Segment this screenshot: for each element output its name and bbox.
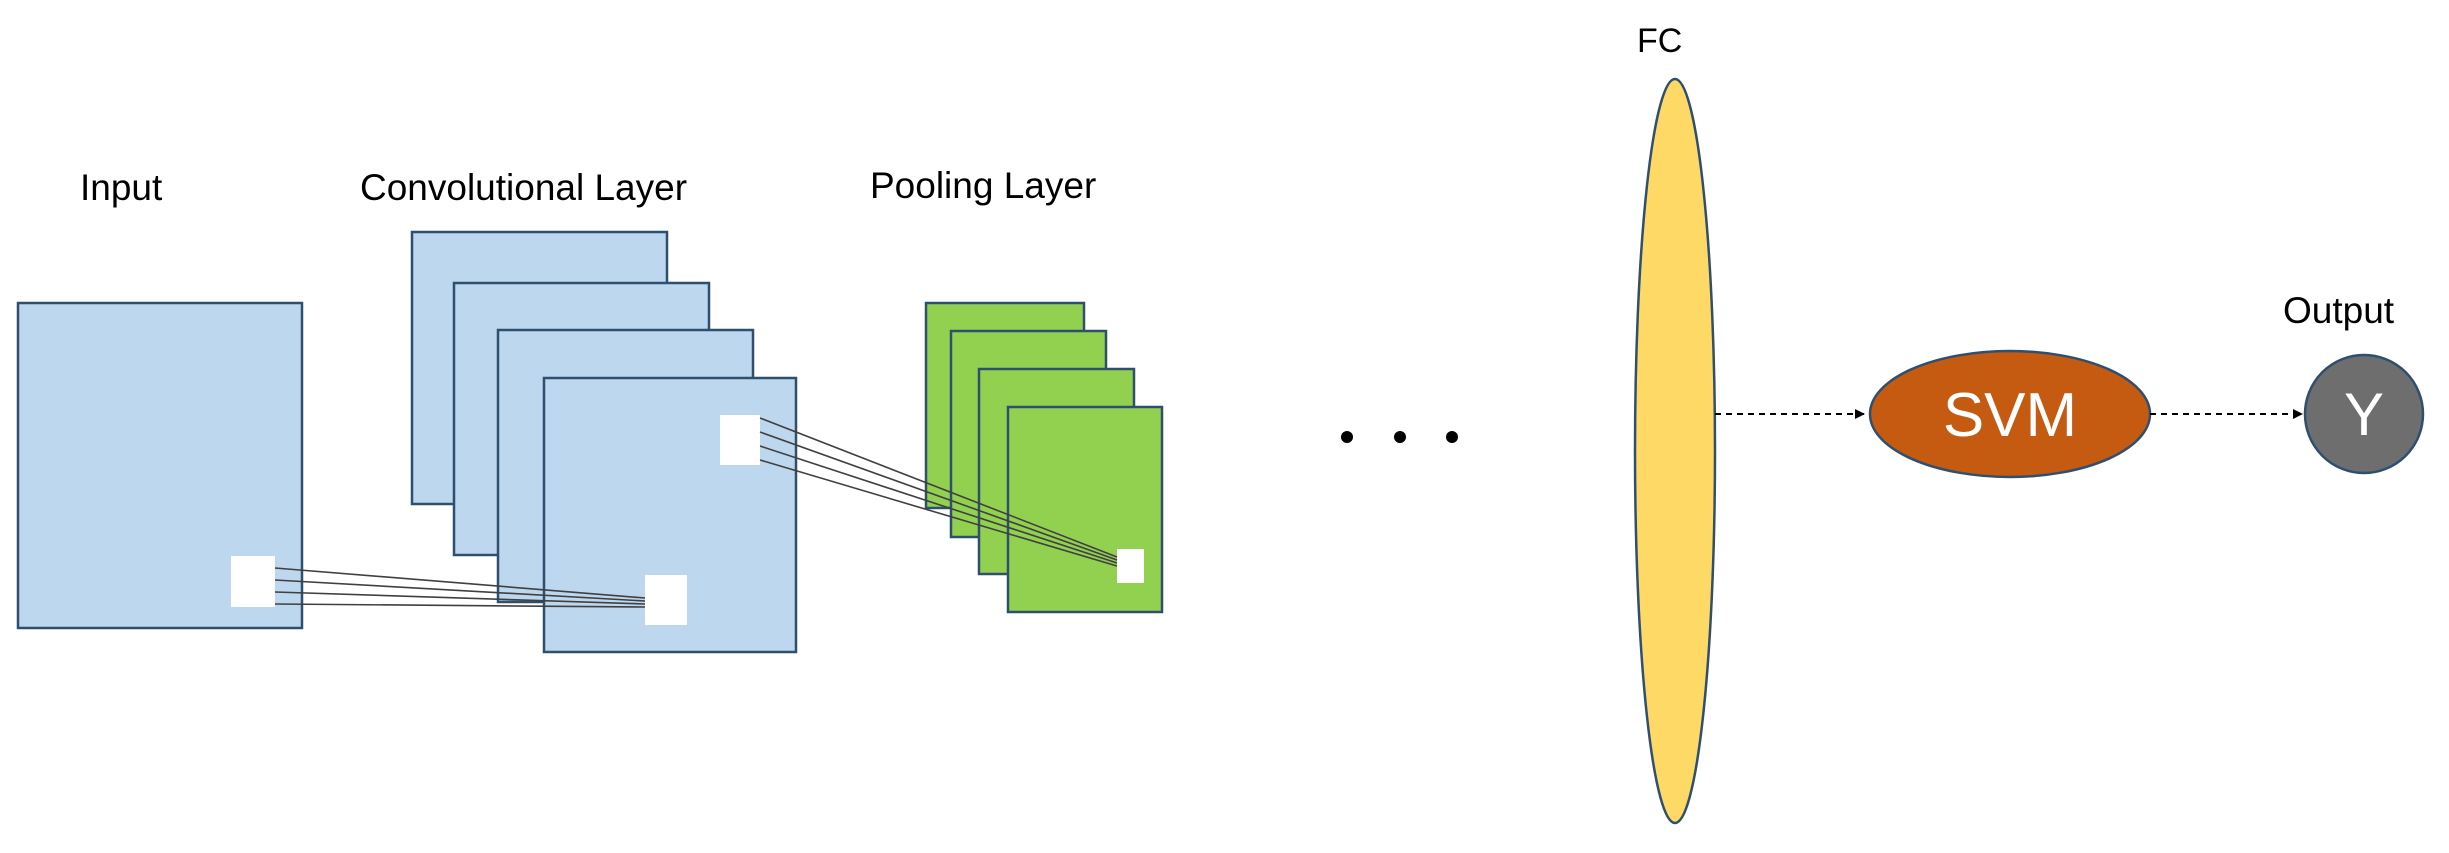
input-to-conv-links bbox=[274, 567, 646, 608]
output-y-label: Y bbox=[2344, 381, 2384, 448]
conv-activation-point bbox=[645, 575, 687, 625]
conv-to-pool-links bbox=[759, 417, 1118, 567]
pool-activation-point bbox=[1117, 549, 1144, 583]
svm-node: SVM bbox=[1868, 349, 2152, 479]
fc-label: FC bbox=[1637, 22, 1682, 60]
conv-receptive-field bbox=[720, 415, 760, 465]
fc-layer bbox=[1633, 77, 1717, 825]
input-label: Input bbox=[80, 167, 163, 208]
input-image bbox=[16, 301, 304, 630]
pooling-feature-maps bbox=[924, 301, 1164, 614]
conv-layer-label: Convolutional Layer bbox=[360, 167, 687, 208]
conv-feature-maps bbox=[410, 230, 798, 654]
output-label: Output bbox=[2283, 290, 2395, 331]
ellipsis-dots bbox=[1341, 431, 1458, 443]
output-node: Y bbox=[2303, 353, 2425, 475]
input-receptive-field bbox=[231, 556, 275, 607]
svm-label: SVM bbox=[1943, 381, 2077, 450]
pooling-layer-label: Pooling Layer bbox=[870, 165, 1096, 206]
